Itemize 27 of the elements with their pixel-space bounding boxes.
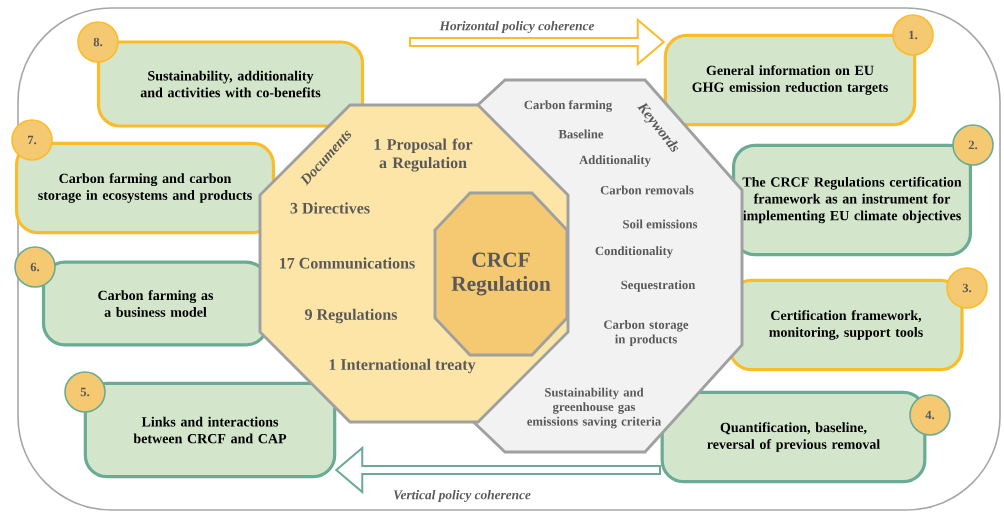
list-item: Carbon removals xyxy=(600,185,694,195)
number-badge: 6. xyxy=(14,246,56,288)
number-badge: 1. xyxy=(892,14,934,56)
list-item: Carbon farming xyxy=(524,100,613,112)
list-item: Carbon storage in products xyxy=(604,320,689,346)
list-item: Baseline xyxy=(558,129,604,139)
number-badge: 8. xyxy=(77,21,119,63)
edge-label: Horizontal policy coherence xyxy=(438,19,596,35)
topic-box: Carbon farming as a business model xyxy=(41,260,270,347)
number-badge: 2. xyxy=(952,124,994,166)
list-item: 1 Proposal for a Regulation xyxy=(374,138,473,172)
list-item: Sequestration xyxy=(621,280,696,292)
number-badge: 3. xyxy=(946,267,988,309)
number-badge: 4. xyxy=(909,394,951,436)
list-item: 9 Regulations xyxy=(305,308,398,324)
list-item: Conditionality xyxy=(595,246,673,258)
list-item: 17 Communications xyxy=(280,257,415,269)
block-arrow xyxy=(409,17,666,67)
list-item: 1 International treaty xyxy=(329,358,476,374)
list-item: 3 Directives xyxy=(290,202,370,214)
list-item: Sustainability and greenhouse gas emissions saving criteria xyxy=(527,387,661,429)
block-arrow xyxy=(334,445,661,495)
list-item: Soil emissions xyxy=(623,219,698,229)
edge-label: Vertical policy coherence xyxy=(391,488,533,504)
list-item: Additionality xyxy=(579,155,651,167)
topic-box: Certification framework, monitoring, support tools xyxy=(728,278,964,372)
number-badge: 5. xyxy=(64,371,106,413)
